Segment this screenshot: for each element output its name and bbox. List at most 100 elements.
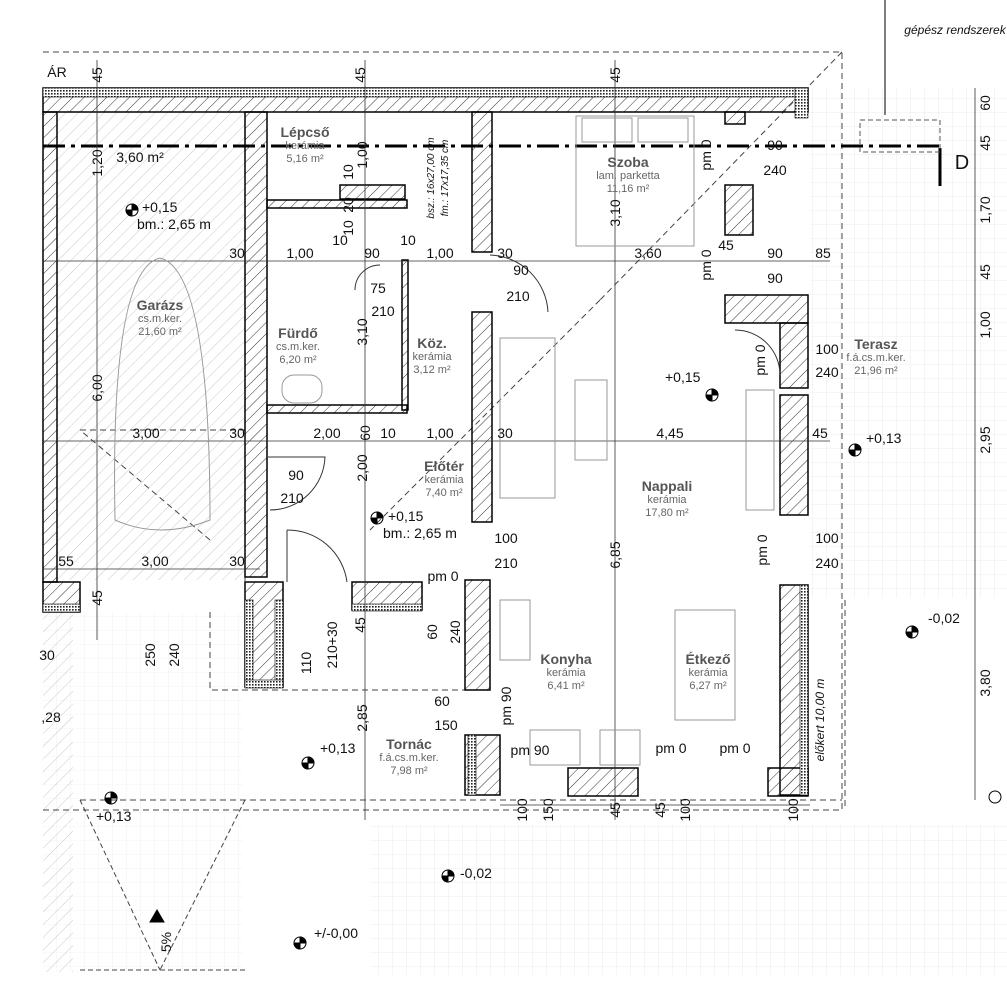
dim: 1,00 — [354, 141, 370, 169]
room-area: 6,41 m² — [547, 679, 585, 692]
sill-label: pm 0 — [698, 139, 714, 171]
dim: 45 — [812, 425, 828, 441]
dim: 1,00 — [426, 245, 454, 261]
dim: 30 — [497, 425, 513, 441]
dim: 2,85 — [354, 704, 370, 732]
dim: 210+30 — [324, 621, 340, 669]
garage-loft-area: 3,60 m² — [116, 149, 164, 165]
door-width: 60 — [434, 693, 450, 709]
level-nappali: +0,15 — [665, 369, 701, 385]
door-width: 90 — [288, 467, 304, 483]
sill-label: pm 0 — [655, 740, 687, 756]
level-markers — [104, 203, 1002, 950]
dim: 90 — [767, 270, 783, 286]
door-swings — [268, 254, 781, 583]
sill-label: pm 0 — [427, 568, 459, 584]
room-floor: f.á.cs.m.ker. — [379, 752, 439, 765]
dim: 1,00 — [977, 311, 993, 339]
level-value: +0,15 — [388, 508, 424, 524]
dim: 2,00 — [354, 454, 370, 482]
level-driveway: +0,13 — [96, 808, 132, 824]
dim: 110 — [298, 651, 314, 675]
dim: 1,00 — [286, 245, 314, 261]
dim: 240 — [447, 620, 463, 644]
section-marker: D — [954, 152, 970, 174]
dim: 45 — [607, 67, 623, 83]
dim: 2,00 — [313, 425, 341, 441]
room-area: 7,98 m² — [390, 764, 428, 777]
dimension-lines — [43, 60, 976, 820]
room-floor: kerámia — [412, 351, 452, 364]
dim: 45 — [652, 802, 668, 818]
level-yard: -0,02 — [460, 865, 492, 881]
dim: 250 — [142, 643, 158, 667]
dim: 6,85 — [607, 541, 623, 569]
room-floor: lam. parketta — [596, 170, 660, 183]
room-area: 5,16 m² — [286, 152, 324, 165]
door-width: 100 — [494, 530, 518, 546]
door-width: 100 — [815, 341, 839, 357]
dim: 20 — [340, 197, 356, 213]
room-floor: kerámia — [546, 667, 586, 680]
door-height: 210 — [494, 555, 518, 571]
dim: 10 — [340, 220, 356, 236]
room-floor: f.á.cs.m.ker. — [846, 352, 906, 365]
room-area: 3,12 m² — [413, 363, 451, 376]
door-height: 240 — [815, 364, 839, 380]
room-floor: cs.m.ker. — [137, 313, 183, 326]
door-height: 210 — [506, 288, 530, 304]
level-value: +0,15 — [142, 199, 178, 215]
yard-paving — [370, 825, 1007, 975]
room-floor: kerámia — [688, 667, 728, 680]
door-height: 210 — [280, 490, 304, 506]
sill-label: pm 0 — [698, 249, 714, 281]
room-name: Tornác — [386, 736, 432, 752]
dim: 30 — [497, 245, 513, 261]
dim: 2,95 — [977, 426, 993, 454]
level-garden: -0,02 — [928, 610, 960, 626]
dim: 3,10 — [354, 318, 370, 346]
dim: 1,20 — [89, 149, 105, 177]
door-height: 240 — [815, 555, 839, 571]
dim: 10 — [340, 164, 356, 180]
dim: 1,70 — [977, 196, 993, 224]
dim: 1,00 — [426, 425, 454, 441]
dim: 6,00 — [89, 374, 105, 402]
level-terasz: +0,13 — [866, 430, 902, 446]
dim: 100 — [785, 798, 801, 822]
room-name: Szoba — [607, 154, 649, 170]
room-area: 6,20 m² — [279, 353, 317, 366]
dim: 55 — [58, 553, 74, 569]
room-area: 11,16 m² — [606, 182, 650, 195]
dim: 30 — [229, 553, 245, 569]
room-floor: kerámia — [647, 494, 687, 507]
dim: 45 — [352, 67, 368, 83]
room-area: 21,60 m² — [138, 325, 182, 338]
dim: 3,10 — [607, 199, 623, 227]
left-fragment: 30 — [39, 647, 55, 663]
dim: 240 — [763, 162, 787, 178]
dim: 60 — [977, 95, 993, 111]
dim: 45 — [352, 617, 368, 633]
dim: 85 — [815, 245, 831, 261]
sill-label: pm 0 — [752, 344, 768, 376]
door-width: 75 — [370, 280, 386, 296]
dim: 3,00 — [132, 425, 160, 441]
room-name: Köz. — [417, 335, 447, 351]
slope-label: 5% — [158, 931, 174, 953]
room-name: Terasz — [854, 336, 898, 352]
storage-label-fragment: ÁR — [47, 64, 67, 80]
dim: 4,45 — [656, 425, 684, 441]
dim: 3,00 — [141, 553, 169, 569]
